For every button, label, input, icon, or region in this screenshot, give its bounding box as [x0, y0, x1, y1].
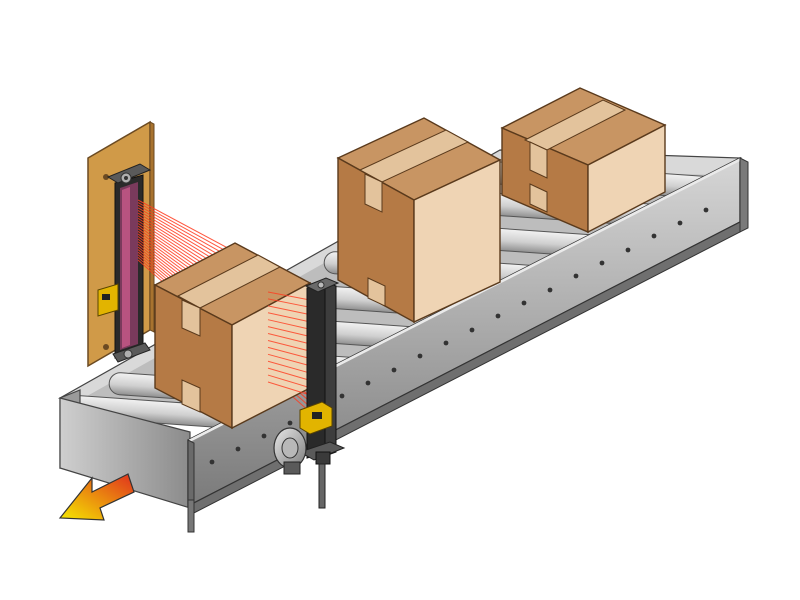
rail-holes: [209, 207, 709, 465]
box-back: [500, 87, 667, 234]
beam-ray-front: [267, 333, 311, 345]
beam-ray-front: [267, 374, 311, 389]
beam-ray-front: [267, 305, 311, 316]
light-curtain-emitter: [97, 163, 152, 363]
box-front: [153, 242, 312, 430]
beam-ray-front: [267, 346, 311, 359]
beam-ray-front: [267, 367, 311, 381]
beam-ray-front: [267, 339, 311, 352]
beam-ray-front: [267, 360, 311, 374]
beam-ray-front: [267, 319, 311, 330]
cable: [318, 463, 326, 509]
direction-arrow: [58, 473, 135, 521]
light-curtain-receiver: [298, 277, 346, 465]
beam-ray-front: [267, 291, 311, 301]
beam-ray-front: [267, 326, 311, 338]
box-middle: [336, 117, 502, 324]
beam-field-front: [267, 291, 311, 396]
beam-ray-front: [267, 312, 311, 323]
beam-ray-front: [267, 381, 311, 396]
encoder: [273, 427, 307, 475]
beam-ray-front: [267, 353, 311, 367]
beam-ray-front: [267, 298, 311, 308]
